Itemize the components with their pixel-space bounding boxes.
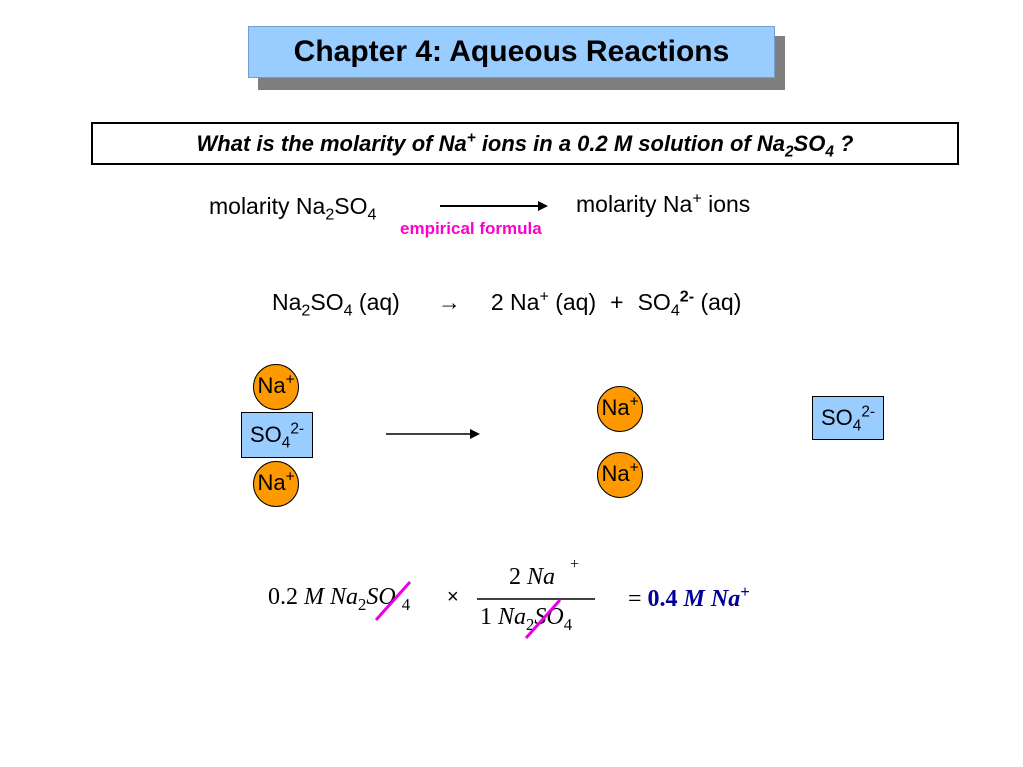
- calc-numerator-plus: +: [570, 556, 580, 573]
- dissociation-arrow: [386, 429, 480, 439]
- calc-result-plus: +: [740, 582, 750, 601]
- times-sign: ×: [447, 586, 459, 608]
- fraction-bar: [477, 598, 595, 600]
- calc-start-num: 0.2: [268, 584, 298, 610]
- conversion-left-so: SO: [334, 193, 368, 219]
- question-middle: ions in a 0.2 M solution of Na: [475, 131, 785, 156]
- conversion-arrow: [440, 201, 548, 211]
- question-charge: +: [466, 129, 476, 147]
- calc-result-na: Na: [710, 586, 741, 612]
- reaction-aq1: (aq): [352, 289, 400, 315]
- conversion-right: molarity Na+ ions: [576, 189, 751, 218]
- calc-start-na: Na: [330, 584, 359, 610]
- sulfate-ion-left: SO42-: [241, 412, 313, 458]
- reaction-arrow: →: [437, 289, 461, 315]
- conversion-left-prefix: molarity Na: [209, 193, 326, 219]
- reaction-coef: 2 Na: [490, 289, 540, 315]
- cancel-mark-2: [524, 598, 562, 640]
- calc-numerator: 2 Na: [509, 564, 556, 590]
- conversion-right-prefix: molarity Na: [576, 191, 693, 217]
- calc-result: = 0.4 M Na+: [628, 583, 750, 613]
- reaction-aq3: (aq): [694, 289, 742, 315]
- na-ion-bottom: Na+: [253, 461, 299, 507]
- reaction-plus: +: [610, 289, 624, 315]
- reaction-sub2: 2: [301, 301, 311, 320]
- question-sub2: 2: [784, 143, 794, 161]
- na-ion-free-2: Na+: [597, 452, 643, 498]
- question-so: SO: [793, 131, 826, 156]
- dissociation-equation: Na2SO4 (aq)→2 Na+ (aq)+SO42- (aq): [272, 287, 742, 318]
- calc-start: 0.2 M Na2SO 4: [268, 584, 411, 614]
- calc-start-sub2: 2: [358, 594, 367, 614]
- reaction-aq2: (aq): [548, 289, 597, 315]
- calc-start-so: SO: [366, 584, 396, 610]
- empirical-formula-label: empirical formula: [400, 219, 542, 238]
- question-prefix: What is the molarity of Na: [196, 131, 467, 156]
- sulfate-ion-free: SO42-: [812, 396, 884, 440]
- reaction-sub4b: 4: [670, 301, 680, 320]
- calc-denominator: 1 Na2SO4: [480, 604, 573, 634]
- reaction-na: Na: [272, 289, 302, 315]
- conversion-left-sub4: 4: [367, 205, 377, 224]
- na-ion-top: Na+: [253, 364, 299, 410]
- question-sub4: 4: [825, 143, 834, 161]
- reaction-so: SO: [310, 289, 344, 315]
- reaction-charge-2minus: 2-: [679, 287, 695, 306]
- question-box: What is the molarity of Na+ ions in a 0.…: [91, 122, 959, 165]
- reaction-so4: SO: [637, 289, 671, 315]
- calc-result-num: 0.4: [647, 586, 678, 612]
- calc-equals: =: [628, 586, 642, 612]
- conversion-right-suffix: ions: [701, 191, 751, 217]
- conversion-left-sub2: 2: [325, 205, 335, 224]
- calc-start-sub4: 4: [401, 594, 411, 614]
- conversion-right-plus: +: [692, 189, 702, 208]
- slide-title: Chapter 4: Aqueous Reactions: [248, 26, 775, 78]
- conversion-left: molarity Na2SO4: [209, 193, 376, 223]
- calc-start-m: M: [304, 584, 324, 610]
- na-ion-free-1: Na+: [597, 386, 643, 432]
- reaction-plus-charge: +: [539, 287, 549, 306]
- reaction-sub4: 4: [343, 301, 353, 320]
- cancel-mark-1: [374, 580, 412, 622]
- question-suffix: ?: [833, 131, 854, 156]
- calc-result-m: M: [683, 586, 705, 612]
